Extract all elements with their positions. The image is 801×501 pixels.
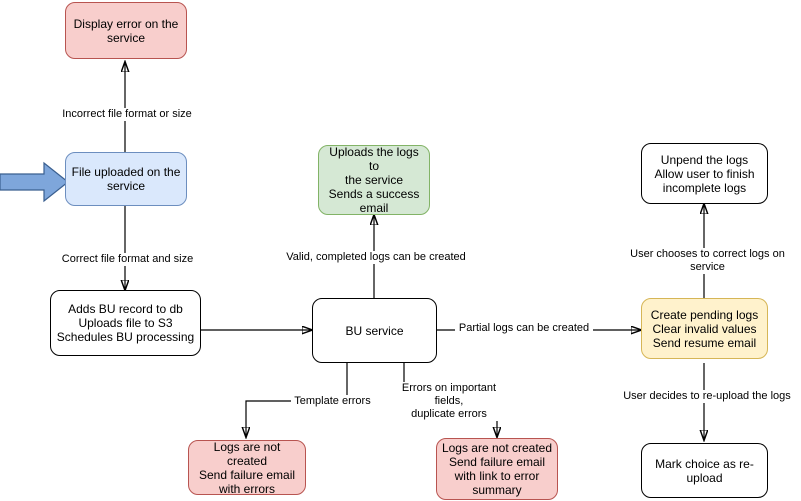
node-adds-bu-record[interactable]: Adds BU record to db Uploads file to S3 … [50, 290, 201, 356]
edge-label-user-corrects: User chooses to correct logs on service [610, 248, 801, 274]
edge-label-user-reuploads: User decides to re-upload the logs [620, 390, 794, 403]
node-logs-not-created-summary[interactable]: Logs are not created Send failure email … [436, 438, 558, 500]
edge-label-template-errors: Template errors [291, 395, 374, 408]
node-bu-service[interactable]: BU service [312, 298, 437, 363]
node-file-uploaded[interactable]: File uploaded on the service [65, 152, 187, 206]
entry-block-arrow [0, 161, 69, 203]
edge-label-valid-logs: Valid, completed logs can be created [283, 251, 469, 264]
node-uploads-logs[interactable]: Uploads the logs to the service Sends a … [318, 145, 430, 215]
edge-label-incorrect-format: Incorrect file format or size [55, 108, 199, 121]
edge-label-correct-format: Correct file format and size [58, 253, 197, 266]
node-display-error[interactable]: Display error on the service [65, 2, 187, 59]
node-create-pending-logs[interactable]: Create pending logs Clear invalid values… [641, 298, 768, 359]
node-unpend-logs[interactable]: Unpend the logs Allow user to finish inc… [641, 143, 768, 204]
node-logs-not-created-errors[interactable]: Logs are not created Send failure email … [188, 440, 306, 496]
edge-label-important-errors: Errors on important fields, duplicate er… [393, 382, 505, 421]
node-mark-choice-reupload[interactable]: Mark choice as re- upload [641, 443, 768, 498]
edge-label-partial-logs: Partial logs can be created [455, 322, 593, 335]
